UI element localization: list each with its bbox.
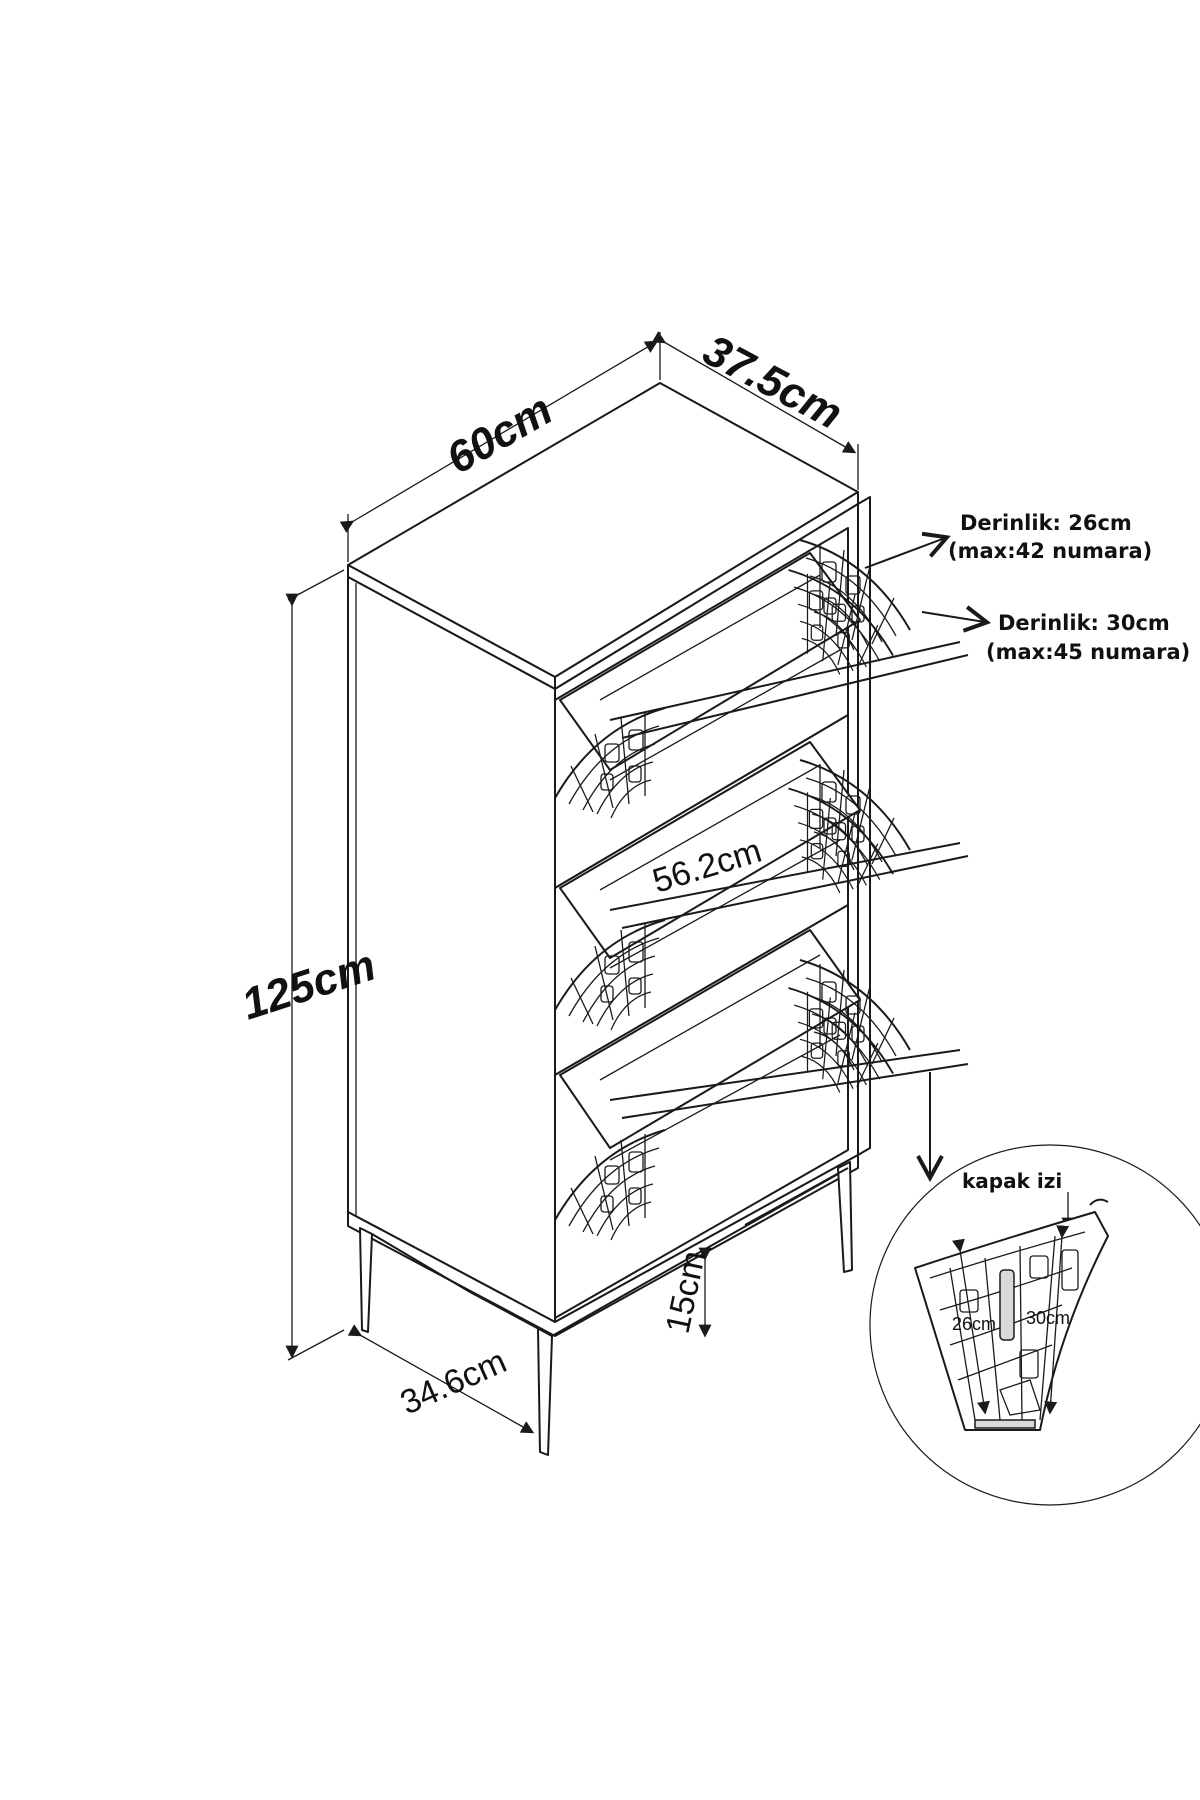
cabinet-plinth [347,1154,859,1337]
lower-note-line1: Derinlik: 30cm [998,611,1170,635]
detail-label-30: 30cm [1026,1308,1070,1328]
lid-detail: kapak izi 26cm 30cm [869,1144,1200,1506]
leg-back-right [837,1161,853,1273]
dimension-lines [285,331,859,1434]
detail-label-26: 26cm [952,1314,996,1334]
top-note-line1: Derinlik: 26cm [960,511,1132,535]
legs [359,1161,853,1456]
compartment-top [554,527,969,889]
top-compartment-note: Derinlik: 26cm (max:42 numara) [864,511,1152,569]
cabinet-left-side [347,576,556,1323]
top-note-line2: (max:42 numara) [948,539,1152,563]
leg-front-left [359,1227,373,1333]
lower-note-line2: (max:45 numara) [986,640,1190,664]
leg-front-right [537,1327,553,1456]
compartment-bottom [554,904,969,1319]
detail-title: kapak izi [962,1169,1062,1193]
lower-compartment-note: Derinlik: 30cm (max:45 numara) [921,611,1190,664]
compartment-middle [554,714,969,1076]
